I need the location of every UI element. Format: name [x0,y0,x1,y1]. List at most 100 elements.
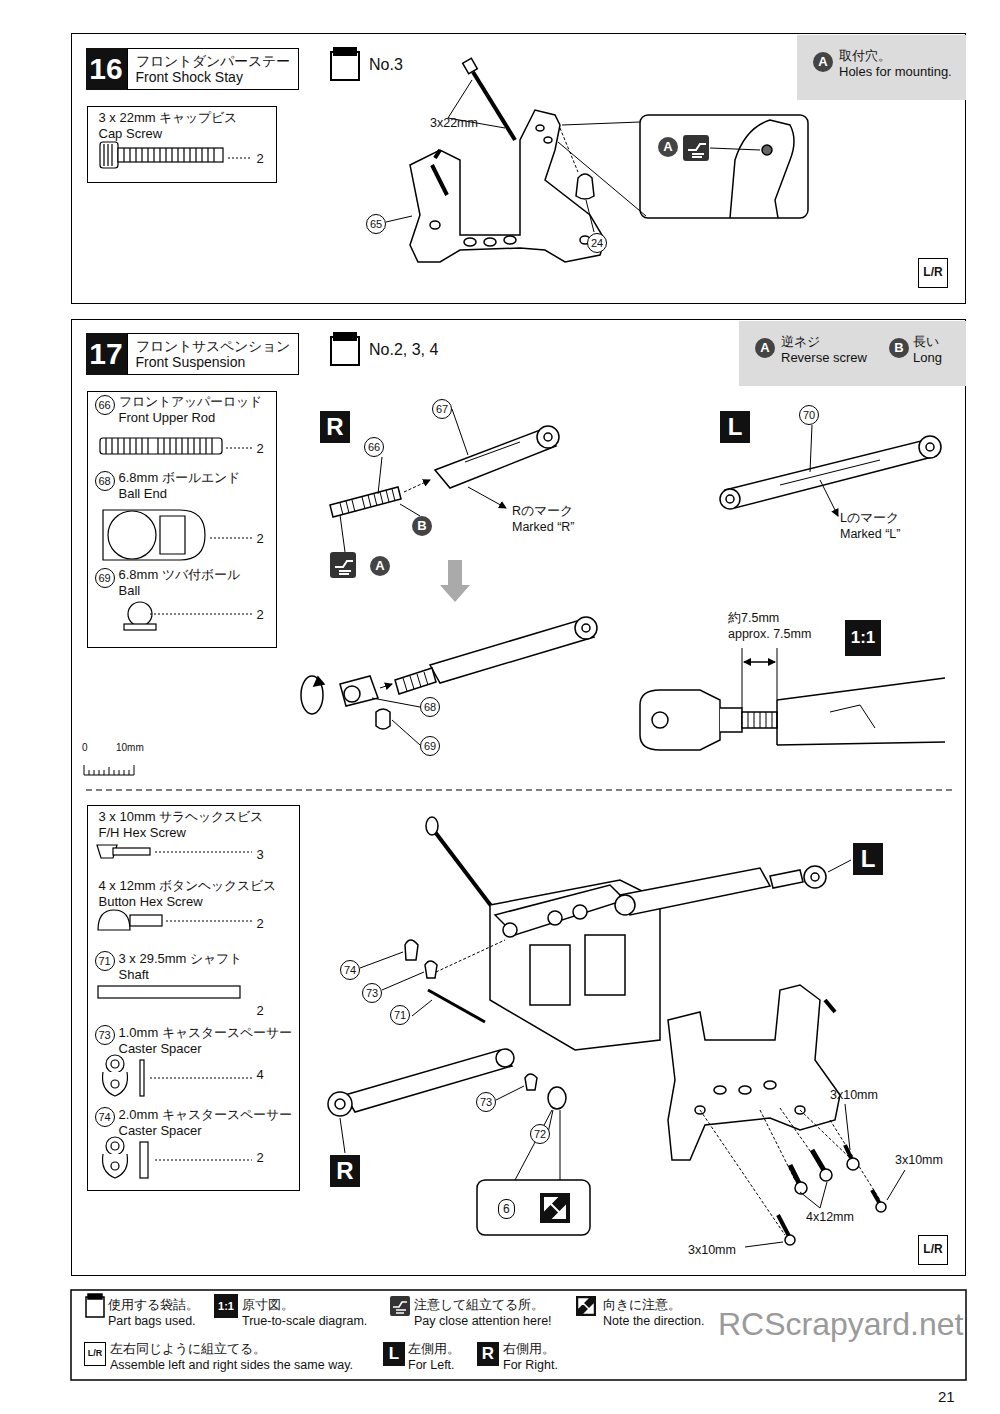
step17-rods [378,457,382,494]
step17-chassis [530,945,570,1005]
marker-letter: A [813,52,833,72]
quantity: 2 [257,1003,264,1019]
step17-chassis [340,1118,345,1153]
step17-chassis [548,911,562,925]
callout-number: 66 [364,437,384,457]
step17-rods [537,426,559,448]
step17-chassis [828,860,851,872]
part-images [128,602,152,626]
callout-number: 73 [95,1025,115,1045]
step17-chassis [812,1150,825,1172]
gray-arrow [440,560,470,602]
step17-rods [919,436,941,458]
direction-icon [540,1193,596,1316]
part-images [106,1055,124,1073]
part-images [111,1060,119,1068]
marker-letter: B [412,516,432,536]
part-text: 3 x 10mm サラヘックスビス F/H Hex Screw [99,809,264,841]
part-images [160,516,185,554]
step17-chassis [830,1120,880,1200]
scale-detail [652,712,668,728]
part-images [98,910,130,930]
step17-chassis [477,1180,590,1235]
scale-detail [742,648,777,708]
step17-rods [582,624,590,632]
part-text: 6.8mm ボールエンド Ball End [119,470,240,502]
step17-rods [301,409,941,745]
step17-rods [465,442,520,462]
part-text: 6.8mm ツバ付ボール Ball [119,567,240,599]
part-text: 2.0mm キャスタースペーサー Caster Spacer [119,1107,292,1139]
callout-number: 24 [587,233,607,253]
step-title: フロントサスペンション Front Suspension [127,333,299,375]
step16-art [640,115,808,218]
quantity: 4 [257,1067,264,1083]
step17-chassis [405,940,418,960]
scale-detail [720,708,742,732]
hand-icon [390,1296,410,1316]
step16-art [504,236,516,244]
step17-rods [452,409,468,455]
part-images [130,915,162,926]
step17-rods [720,489,740,509]
step17-chassis [335,1099,345,1109]
callout-number: 74 [340,960,360,980]
side-mark: L [853,843,883,875]
quantity: 2 [257,916,264,932]
part-images [113,848,150,855]
side-mark: L [720,411,750,443]
callout-number: 72 [530,1124,550,1144]
callout-number: 71 [390,1005,410,1025]
bag-number: No.2, 3, 4 [369,340,438,360]
callout-number: 68 [95,471,115,491]
step16-art [536,125,544,131]
step17-chassis [426,817,438,835]
step17-chassis [764,1081,776,1089]
part-images [104,144,112,166]
dimension: 3x22mm [430,116,478,131]
side-mark: R [477,1342,499,1366]
part-text: 3 x 22mm キャップビス Cap Screw [99,110,238,142]
step17-rods [395,668,436,694]
legend-text: 右側用。 For Right. [503,1341,558,1373]
marker-letter: B [889,338,909,358]
direction-icon [576,1296,596,1316]
callout-number: 71 [95,951,115,971]
divider [86,789,955,790]
scale-detail [84,765,134,775]
part-images [150,613,252,614]
step17-chassis [668,985,840,1160]
part-images [100,142,118,168]
step17-chassis [490,880,660,1050]
part-images [103,1154,128,1178]
step17-chassis [573,905,587,919]
part-images [118,148,223,162]
lr-mark: L/R [84,1342,106,1366]
legend-text: 注意して組立てる所。 Pay close attention here! [414,1297,552,1329]
part-images [106,1137,124,1155]
part-images [103,510,205,560]
step17-chassis [811,873,819,881]
scale-text: 0 [82,742,88,754]
part-images [150,1077,252,1078]
lr-mark: L/R [918,1235,948,1265]
hand-icon [683,135,709,161]
side-mark: R [320,411,350,443]
bag-icon [334,333,356,340]
step17-rods [372,698,420,745]
note-text: 約7.5mm approx. 7.5mm [728,610,811,642]
scale-detail [748,712,772,728]
legend-text: 左右同じように組立てる。 Assemble left and right sid… [110,1341,353,1373]
legend-box [71,1290,966,1380]
bag-icon [331,52,359,80]
callout-number: 67 [432,399,452,419]
legend-text: 左側用。 For Left. [408,1341,460,1373]
step16-art [710,148,760,150]
step17-chassis [345,1050,512,1112]
part-images [100,438,222,454]
quantity: 2 [257,1150,264,1166]
step17-chassis [515,1110,560,1180]
step17-chassis [800,1182,827,1208]
step17-chassis [770,870,803,888]
step-number: 16 [86,48,127,90]
